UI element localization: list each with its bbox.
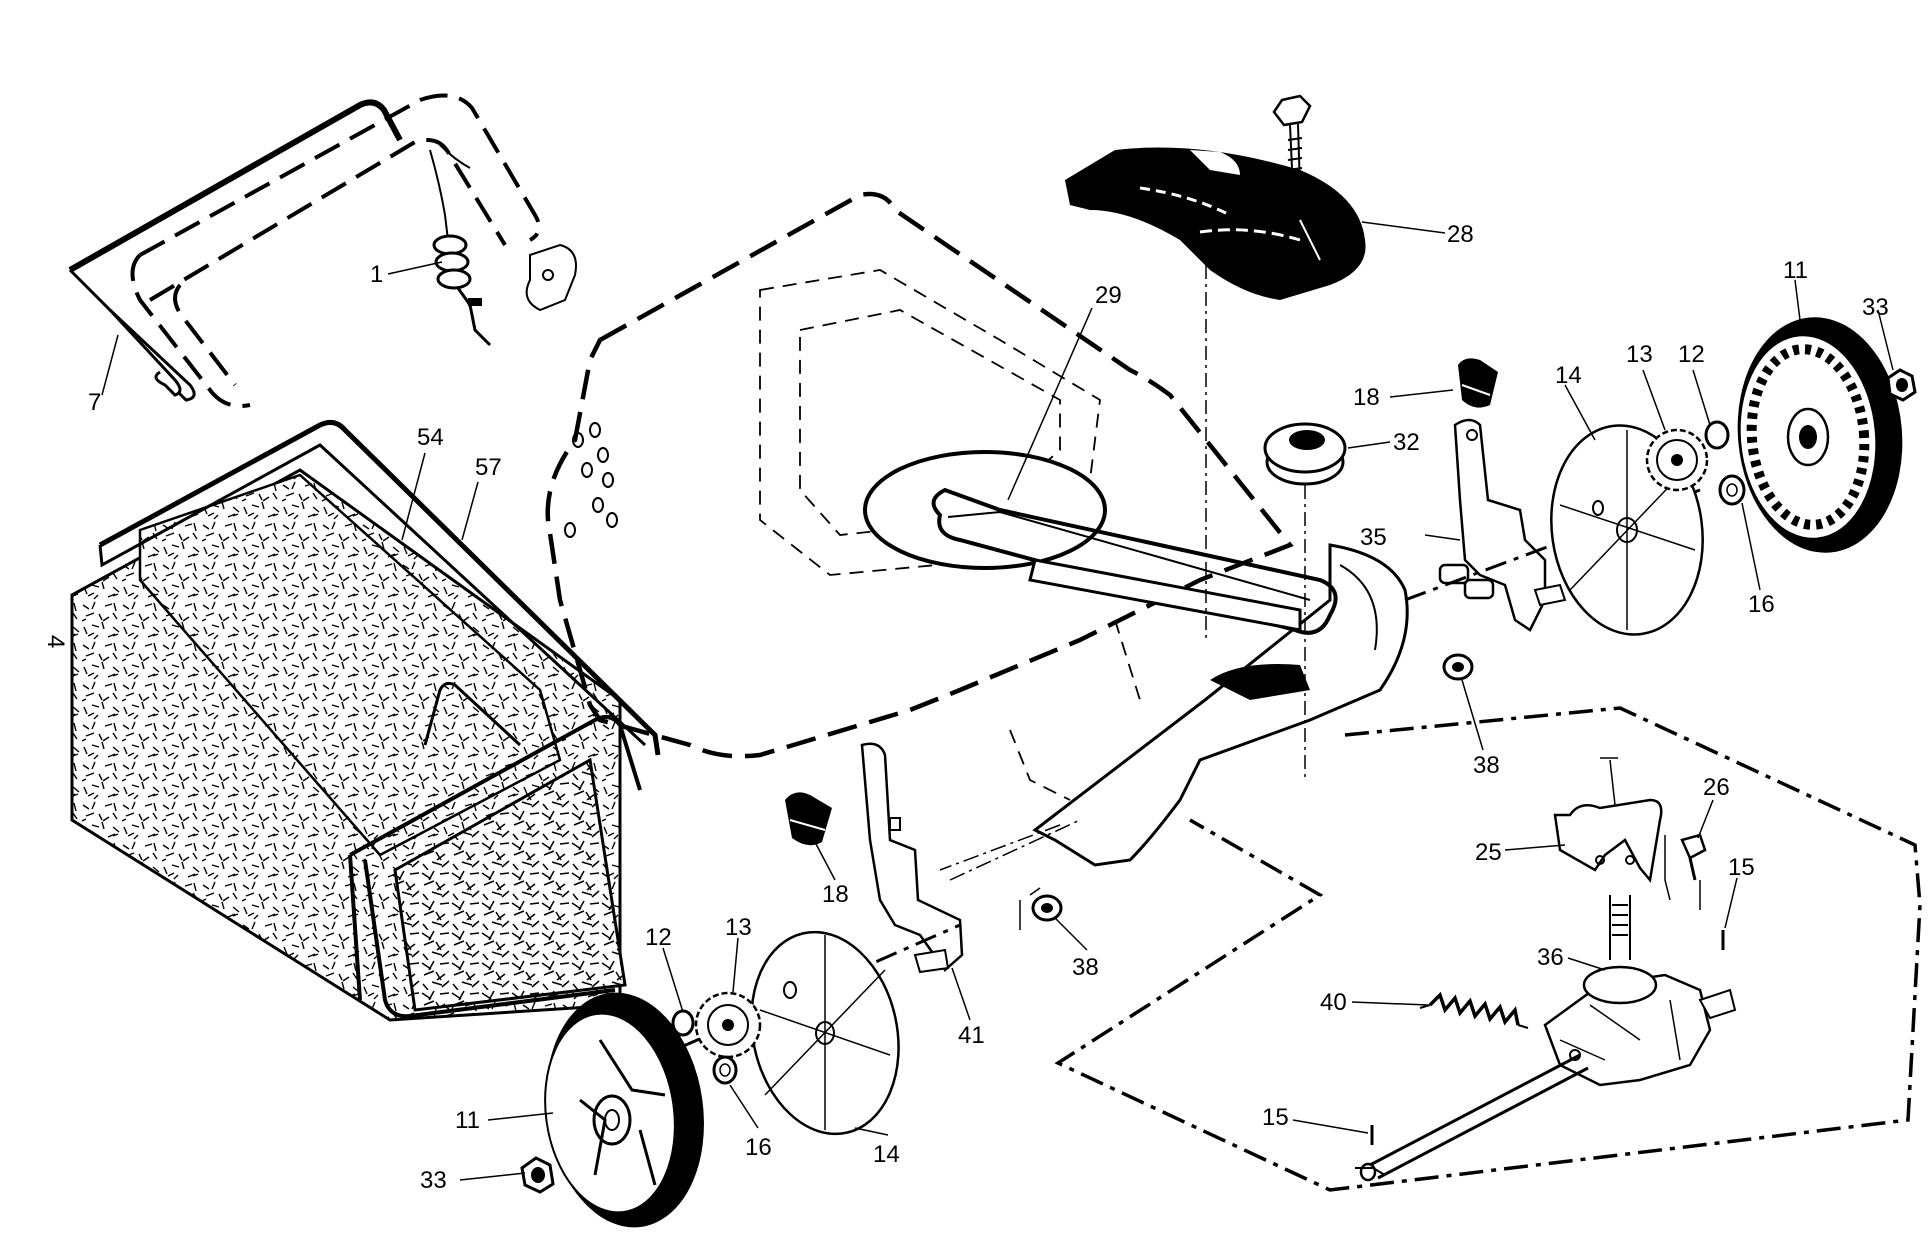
spring	[1419, 991, 1529, 1029]
callout-18-left: 18	[822, 881, 849, 908]
leader-lines	[101, 221, 1894, 1181]
callout-35: 35	[1360, 524, 1387, 551]
callout-41: 41	[958, 1022, 985, 1049]
transmission-boundary	[1054, 706, 1922, 1192]
callout-25: 25	[1475, 839, 1502, 866]
bag-frame	[98, 419, 661, 1019]
transmission-bracket	[1553, 757, 1671, 901]
grass-bag	[70, 468, 627, 1022]
right-nut	[1442, 653, 1474, 681]
left-washer	[712, 1055, 738, 1085]
bracket-bolt	[1680, 833, 1707, 910]
callout-16-right: 16	[1748, 591, 1775, 618]
upper-handle	[68, 93, 541, 408]
height-cap-left	[785, 792, 832, 846]
right-hex-nut	[1886, 368, 1917, 402]
shield-bolt	[1205, 94, 1312, 640]
callout-11-right: 11	[1783, 257, 1808, 284]
callout-4: 4	[42, 635, 69, 648]
callout-33-left: 33	[420, 1167, 447, 1194]
left-wheel	[544, 992, 704, 1228]
callout-15-lower: 15	[1262, 1104, 1289, 1131]
callout-29: 29	[1095, 282, 1122, 309]
callout-36: 36	[1537, 944, 1564, 971]
callout-38-left: 38	[1072, 954, 1099, 981]
callout-13-right: 13	[1626, 341, 1653, 368]
left-height-bracket	[860, 742, 1081, 974]
callout-33-right: 33	[1862, 294, 1889, 321]
callout-12-left: 12	[645, 924, 672, 951]
callout-26: 26	[1703, 774, 1730, 801]
pulley	[1263, 422, 1347, 780]
left-nut	[1019, 887, 1063, 930]
callout-14-left: 14	[873, 1141, 900, 1168]
callout-32: 32	[1393, 429, 1420, 456]
cable-spring	[429, 144, 577, 347]
left-gear	[694, 991, 762, 1059]
callout-18-right: 18	[1353, 384, 1380, 411]
right-wheel	[1737, 317, 1903, 553]
callout-38-right: 38	[1473, 752, 1500, 779]
callout-15-upper: 15	[1728, 854, 1755, 881]
mower-deck	[545, 191, 1294, 801]
left-hex-nut	[520, 1156, 555, 1194]
callout-14-right: 14	[1555, 362, 1582, 389]
callout-40: 40	[1320, 989, 1347, 1016]
right-height-bracket	[1438, 418, 1567, 632]
callout-12-right: 12	[1678, 341, 1705, 368]
callout-1: 1	[370, 261, 383, 288]
height-cap-right	[1458, 358, 1498, 408]
callout-11-left: 11	[455, 1107, 480, 1134]
axle-shaft	[1355, 1053, 1589, 1182]
callout-28: 28	[1447, 221, 1474, 248]
right-washer	[1718, 474, 1746, 506]
callout-54: 54	[417, 424, 444, 451]
deck-rear-panel	[1032, 543, 1409, 867]
transmission	[1543, 895, 1737, 1087]
callout-7: 7	[88, 389, 101, 416]
callout-16-left: 16	[745, 1134, 772, 1161]
rear-shield	[1065, 147, 1366, 300]
left-wheel-disc	[750, 930, 900, 1136]
right-retaining-ring	[1704, 420, 1730, 450]
callout-57: 57	[475, 454, 502, 481]
callout-labels: 1 7 4 54 57 29 28 11 33 18 32 14 13 12 3…	[42, 221, 1889, 1194]
right-gear	[1645, 428, 1709, 492]
callout-13-left: 13	[725, 914, 752, 941]
